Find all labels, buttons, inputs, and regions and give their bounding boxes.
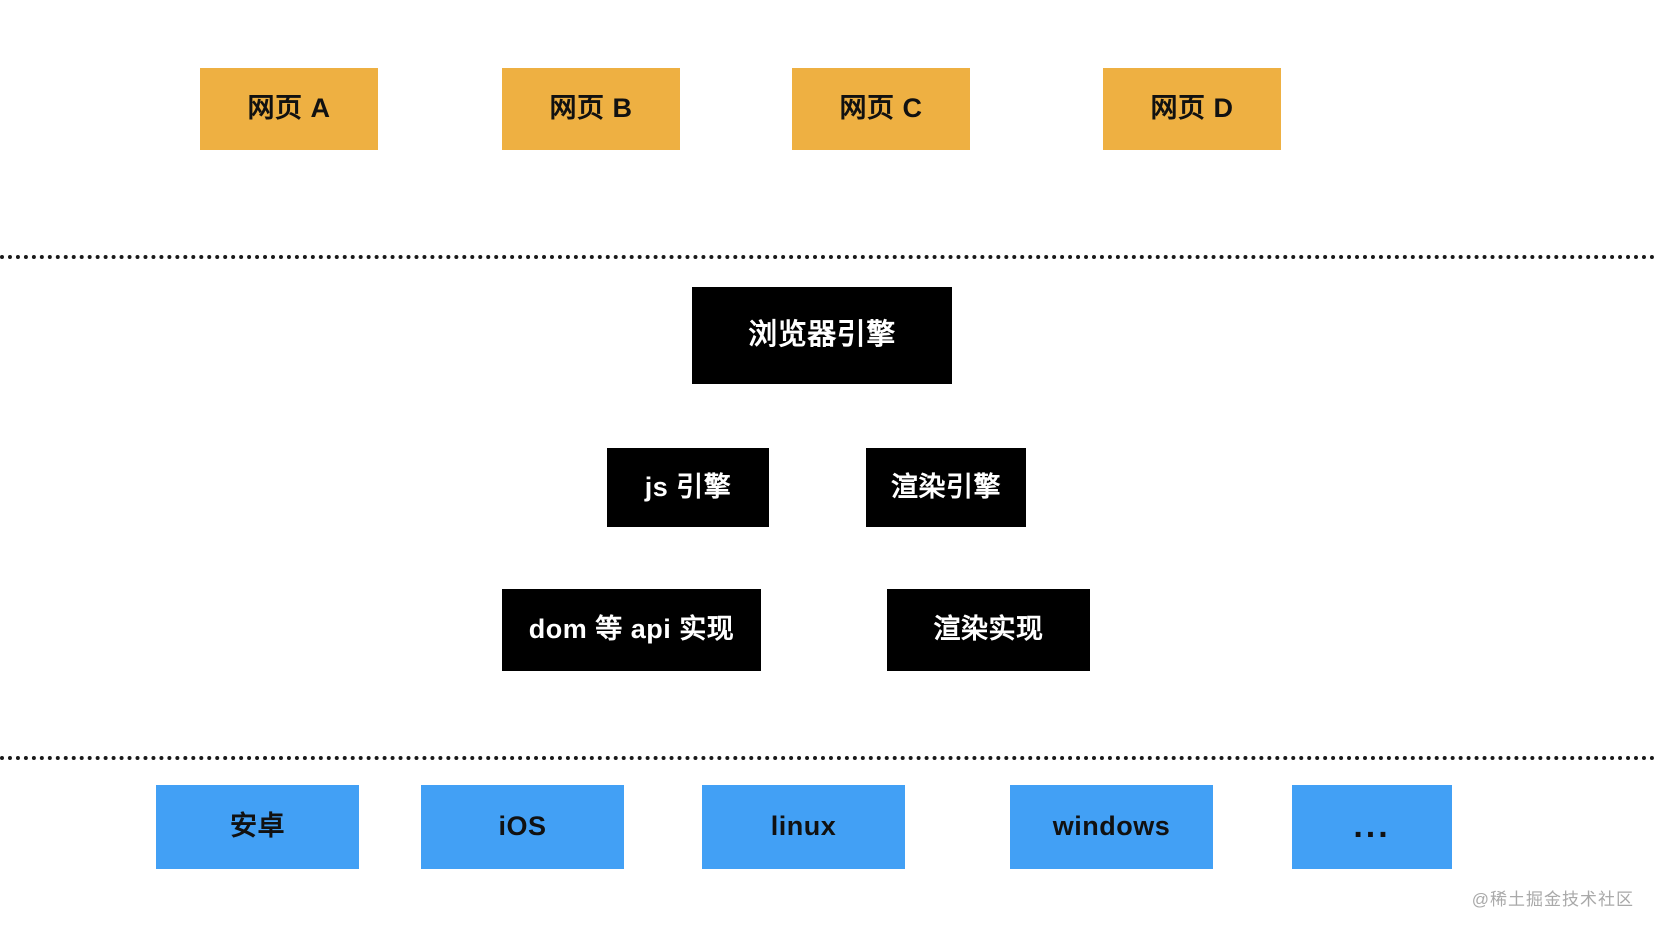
separator-pages-engine — [0, 255, 1656, 259]
os-box-windows-label: windows — [1052, 811, 1171, 842]
page-box-d-label: 网页 D — [1150, 93, 1234, 124]
os-box-linux: linux — [702, 785, 905, 869]
page-box-a-label: 网页 A — [247, 93, 331, 124]
watermark: @稀土掘金技术社区 — [1471, 890, 1634, 909]
os-box-more: ... — [1292, 785, 1452, 869]
browser-engine-label: 浏览器引擎 — [748, 318, 896, 351]
os-box-ios-label: iOS — [498, 811, 547, 842]
js-engine-box: js 引擎 — [607, 448, 769, 527]
render-impl-box: 渲染实现 — [887, 589, 1090, 671]
browser-engine-box: 浏览器引擎 — [692, 287, 952, 384]
os-box-windows: windows — [1010, 785, 1213, 869]
page-box-c-label: 网页 C — [839, 93, 923, 124]
os-box-ios: iOS — [421, 785, 624, 869]
os-box-more-label: ... — [1353, 807, 1391, 846]
page-box-b: 网页 B — [502, 68, 680, 150]
page-box-c: 网页 C — [792, 68, 970, 150]
os-box-linux-label: linux — [770, 811, 837, 842]
js-engine-label: js 引擎 — [644, 471, 732, 502]
dom-api-impl-box: dom 等 api 实现 — [502, 589, 761, 671]
dom-api-impl-label: dom 等 api 实现 — [528, 614, 735, 645]
page-box-a: 网页 A — [200, 68, 378, 150]
render-impl-label: 渲染实现 — [933, 614, 1044, 645]
separator-engine-os — [0, 756, 1656, 760]
render-engine-box: 渲染引擎 — [866, 448, 1026, 527]
os-box-android: 安卓 — [156, 785, 359, 869]
render-engine-label: 渲染引擎 — [891, 471, 1001, 502]
page-box-b-label: 网页 B — [549, 93, 633, 124]
page-box-d: 网页 D — [1103, 68, 1281, 150]
os-box-android-label: 安卓 — [230, 811, 285, 842]
